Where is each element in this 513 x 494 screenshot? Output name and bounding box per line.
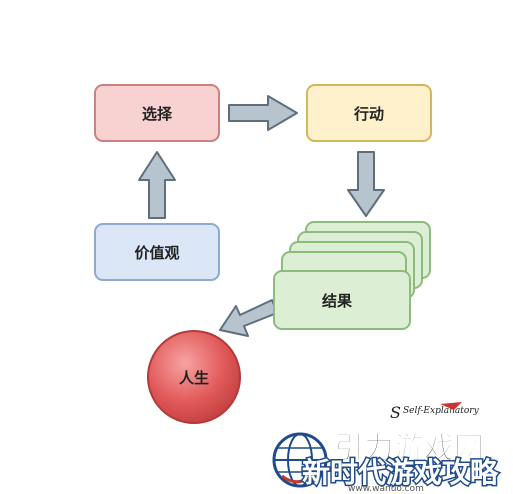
node-result-stack: 结果 — [273, 221, 431, 330]
node-result — [273, 270, 411, 330]
node-action-label: 行动 — [353, 105, 384, 123]
node-choice-label: 选择 — [142, 105, 173, 123]
node-action: 行动 — [306, 84, 432, 142]
watermark-title: 引力游戏网 — [334, 431, 484, 466]
logo-letter-s: S — [390, 403, 401, 422]
watermark-subtitle: 新时代游戏攻略 — [302, 456, 499, 489]
node-life: 人生 — [147, 330, 241, 424]
node-values: 价值观 — [94, 223, 220, 281]
arrow-values-to-choice — [138, 151, 176, 219]
arrow-result-to-life — [219, 299, 278, 337]
self-explanatory-logo: S Self-Explanatory — [390, 402, 480, 422]
node-choice: 选择 — [94, 84, 220, 142]
node-life-label: 人生 — [179, 369, 209, 387]
arrow-action-to-result — [347, 151, 385, 217]
watermark-url: www.wanuo.com — [348, 484, 424, 494]
arrow-choice-to-action — [228, 95, 298, 131]
node-values-label: 价值观 — [134, 244, 179, 262]
globe-icon — [272, 432, 328, 488]
logo-text: Self-Explanatory — [403, 406, 480, 416]
logo-arrow-icon — [440, 402, 462, 410]
node-result-label: 结果 — [322, 292, 353, 310]
